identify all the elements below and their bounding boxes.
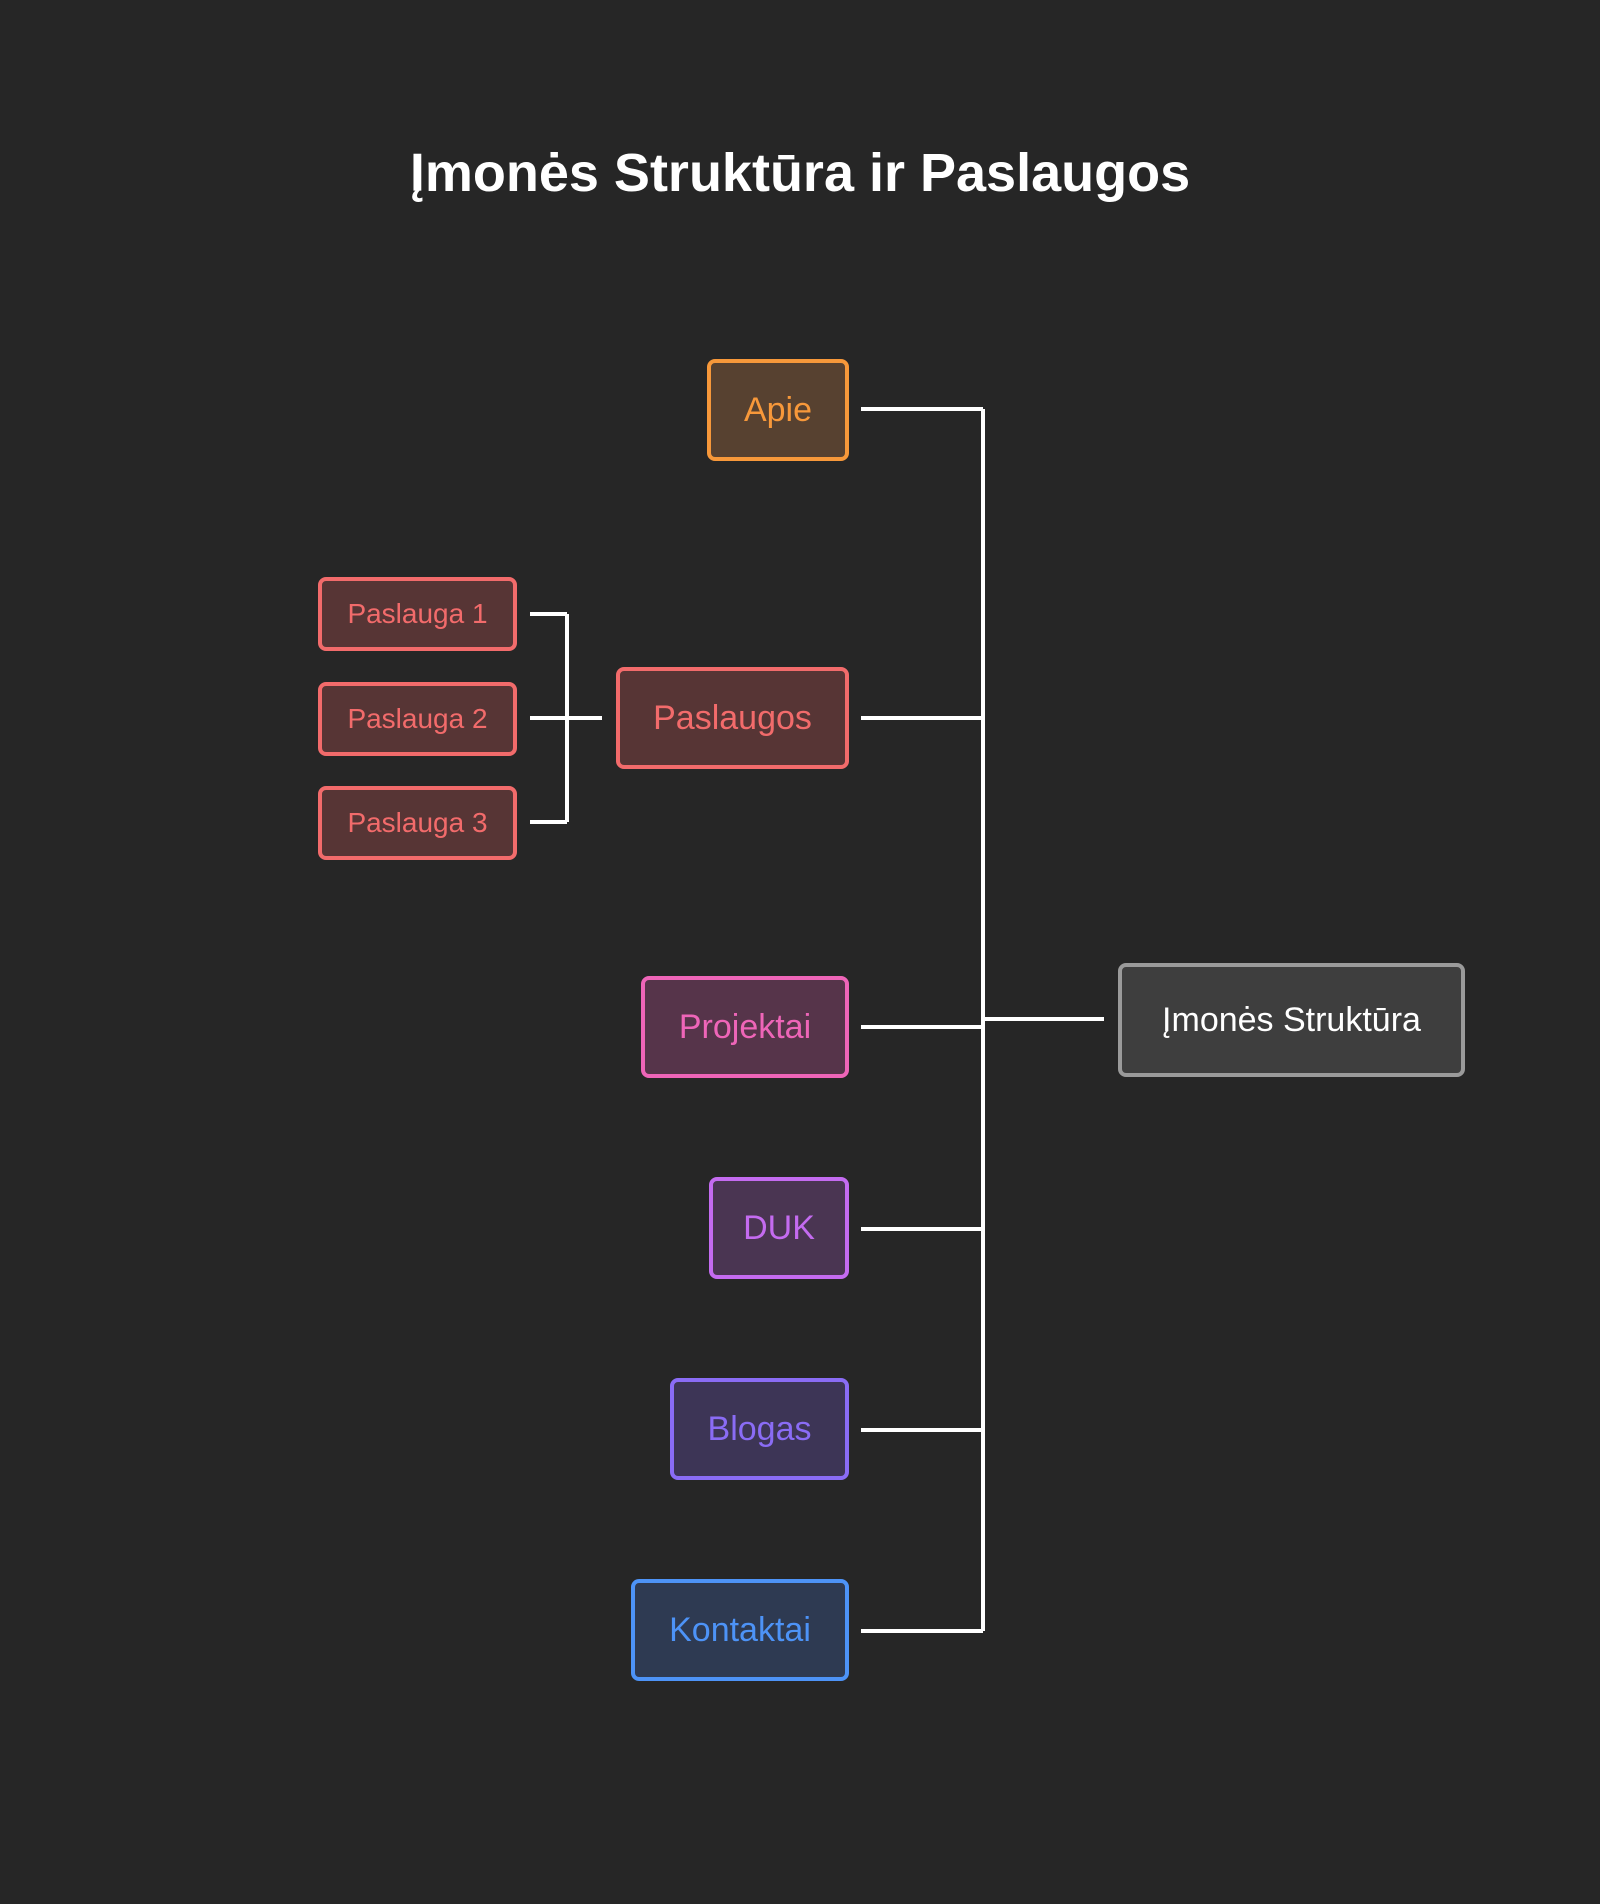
- node-paslauga-2: Paslauga 2: [318, 682, 517, 756]
- node-paslauga-1-label: Paslauga 1: [347, 598, 488, 629]
- node-paslauga-2-label: Paslauga 2: [347, 703, 488, 734]
- node-apie-label: Apie: [743, 390, 813, 429]
- node-duk-label: DUK: [743, 1208, 815, 1247]
- node-root-label: Įmonės Struktūra: [1162, 1000, 1421, 1039]
- node-paslaugos-label: Paslaugos: [653, 698, 812, 737]
- node-apie: Apie: [707, 359, 849, 461]
- diagram-title: Įmonės Struktūra ir Paslaugos: [409, 143, 1191, 203]
- node-paslaugos: Paslaugos: [616, 667, 849, 769]
- node-projektai: Projektai: [641, 976, 849, 1078]
- node-projektai-label: Projektai: [678, 1007, 812, 1046]
- node-paslauga-3-label: Paslauga 3: [347, 807, 488, 838]
- node-kontaktai: Kontaktai: [631, 1579, 849, 1681]
- node-paslauga-3: Paslauga 3: [318, 786, 517, 860]
- node-blogas-label: Blogas: [707, 1409, 812, 1448]
- node-kontaktai-label: Kontaktai: [669, 1610, 811, 1649]
- node-paslauga-1: Paslauga 1: [318, 577, 517, 651]
- node-root: Įmonės Struktūra: [1118, 963, 1465, 1077]
- node-duk: DUK: [709, 1177, 849, 1279]
- node-blogas: Blogas: [670, 1378, 849, 1480]
